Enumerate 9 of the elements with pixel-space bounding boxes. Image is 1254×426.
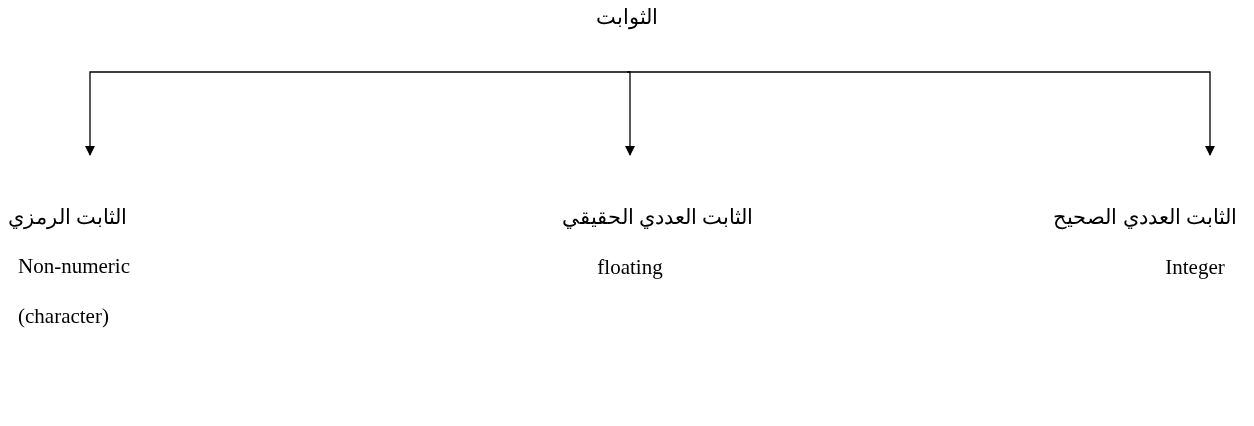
category-description: Integer — [1164, 255, 1226, 280]
category-label: الثابت العددي الحقيقي — [560, 205, 755, 230]
root-label: الثوابت — [595, 5, 659, 30]
category-label: الثابت الرمزي — [8, 205, 128, 230]
category-label: الثابت العددي الصحيح — [1052, 205, 1238, 230]
category-description: floating — [596, 255, 664, 280]
arrow — [625, 71, 635, 156]
category-description: Non-numeric (character) — [18, 253, 131, 330]
arrow — [85, 71, 628, 156]
